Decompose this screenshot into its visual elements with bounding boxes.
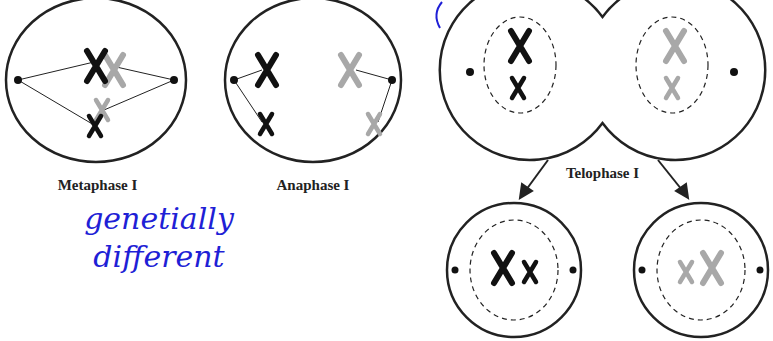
spindle-pole [639,267,646,274]
spindle-pole [170,76,178,84]
daughter-cell [634,203,768,337]
spindle-pole [230,76,238,84]
cell-outline [6,0,186,162]
chromosome [666,31,684,61]
chromosome [368,114,380,134]
chromosome [258,55,276,85]
chromosome [703,253,721,283]
cell-stage: Metaphase I [5,0,190,200]
division-arrow [520,160,688,198]
chromosome [89,116,101,136]
nuclear-envelope [657,220,745,320]
nuclear-envelope [484,17,556,113]
stage-label: Anaphase I [277,177,350,194]
chromosome [494,253,512,283]
chromosome [341,55,359,85]
chromosome [512,78,524,98]
chromosome [680,262,692,282]
chromosome [260,114,272,134]
cell-stage: Anaphase I [225,0,401,200]
chromosome [511,31,529,61]
nuclear-envelope [636,17,708,113]
spindle-pole [757,267,764,274]
spindle-pole [466,68,474,76]
spindle-pole [730,68,738,76]
chromosome [666,78,678,98]
spindle-pole [388,76,396,84]
chromosome [87,51,105,81]
chromosome [524,262,536,282]
spindle-pole [452,267,459,274]
nuclear-envelope [470,220,558,320]
stage-label: Metaphase I [58,177,138,194]
stage-label: Telophase I [566,165,639,182]
cell-stage: Telophase I [440,0,765,186]
spindle-pole [570,267,577,274]
daughter-cell [447,203,581,337]
cell-outline [225,0,401,162]
spindle-pole [14,76,22,84]
handwritten-note: genetially different [68,200,250,276]
dividing-cell-outline [440,0,765,160]
pen-mark [436,2,442,28]
